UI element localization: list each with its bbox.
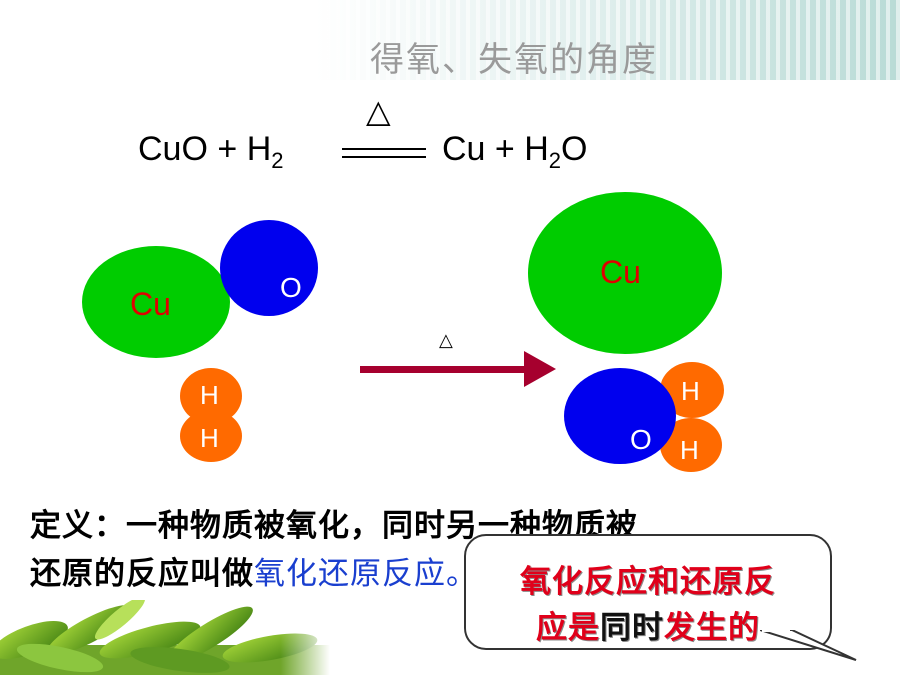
o-atom-right (564, 368, 676, 464)
header-stripe-decoration (0, 0, 900, 80)
plus-sign: + (494, 130, 515, 168)
callout-line-1: 氧化反应和还原反 (520, 564, 776, 600)
reaction-arrow-shaft (360, 366, 528, 373)
equation-line-top (342, 148, 426, 150)
h-label-right-2: H (680, 435, 699, 465)
reactant-cuo: CuO (138, 130, 208, 168)
cu-label-right: Cu (600, 254, 641, 290)
h-label-left-2: H (200, 423, 219, 453)
plus-sign: + (217, 130, 238, 168)
leaves-decoration (0, 600, 330, 675)
h-atom-left-2 (180, 410, 242, 462)
h-label-right-1: H (681, 376, 700, 406)
cu-label-left: Cu (130, 286, 171, 322)
arrow-heat-symbol: △ (439, 330, 453, 351)
callout-line-2: 应是同时发生的 (536, 610, 760, 646)
equation-line-bottom (342, 156, 426, 158)
slide-title: 得氧、失氧的角度 (370, 40, 658, 80)
callout-tail-pointer (760, 630, 857, 661)
cu-atom-left (82, 246, 230, 358)
o-label-left: O (280, 272, 302, 303)
definition-line-2: 还原的反应叫做氧化还原反应。 (30, 548, 830, 593)
definition-line-2-prefix: 还原的反应叫做 (30, 556, 254, 592)
product-cu: Cu (442, 130, 486, 168)
heat-condition-symbol: △ (366, 92, 391, 130)
o-atom-left (220, 220, 318, 316)
redox-term-highlight: 氧化还原反应。 (254, 556, 478, 592)
reaction-arrow-head (524, 351, 556, 387)
product-h2o: H2O (524, 130, 588, 173)
equation-right: Cu + H2O (442, 130, 588, 174)
equation-left: CuO + H2 (138, 130, 284, 174)
o-label-right: O (630, 424, 652, 455)
h-label-left-1: H (200, 380, 219, 410)
cu-atom-right (528, 192, 722, 354)
reactant-h2: H2 (246, 130, 284, 173)
